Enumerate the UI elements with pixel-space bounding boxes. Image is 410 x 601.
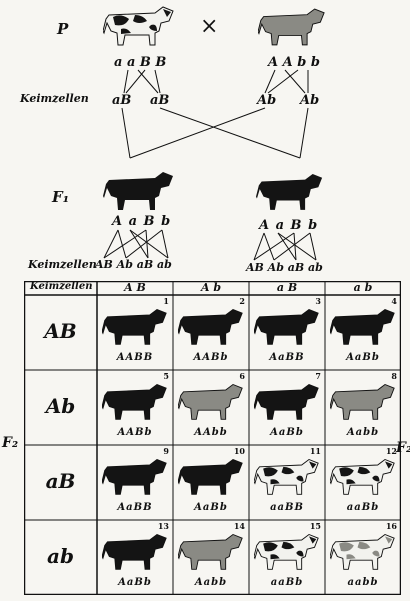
cell-genotype: aaBb [346,502,380,513]
f1-right-genotype: A a B b [259,218,319,233]
f1-left-gametes: AB Ab aB ab [95,258,172,271]
cell-number: 15 [309,521,321,531]
cow-gray-icon [178,383,243,420]
cell-genotype: aaBb [270,577,304,588]
cow-gray-icon [330,383,395,420]
cell-number: 7 [315,371,321,381]
cow-spotted-icon [254,458,319,495]
cell-number: 8 [391,371,397,381]
cell-number: 1 [163,296,169,306]
parent-right-gamete-1: Ab [257,93,277,108]
cell-genotype: AABB [116,352,154,363]
cross-symbol: × [200,14,219,39]
f1-gametes-label: Keimzellen [28,258,97,271]
gametes-label: Keimzellen [20,92,89,105]
grid-lines [24,281,401,595]
cell-genotype: Aabb [346,427,380,438]
cow-black-icon [254,383,319,420]
f1-label: F₁ [52,188,70,206]
row-header-4: ab [47,544,74,568]
cow-black-icon [254,308,319,345]
cell-genotype: AaBb [118,577,152,588]
column-header-4: a b [353,281,373,294]
f1-right-cow-black [256,174,323,210]
cell-number: 9 [163,446,169,456]
f1-right-gametes: AB Ab aB ab [246,261,323,274]
punnett-square: Keimzellen A B A b a B a b AB Ab aB ab 1… [24,281,401,595]
column-header-3: a B [276,281,298,294]
cell-number: 10 [233,446,245,456]
cell-number: 14 [233,521,245,531]
cell-genotype: AABb [193,352,229,363]
parent-right-gamete-2: Ab [300,93,320,108]
f2-label-left: F₂ [2,435,19,451]
cow-black-icon [102,383,167,420]
cow-shape [103,6,174,46]
column-header-1: A B [124,281,146,294]
cell-genotype: aaBB [270,502,304,513]
cow-gray-icon [178,533,243,570]
parent-left-cow-spotted [103,6,174,46]
cow-black-icon [102,458,167,495]
cell-number: 5 [163,371,169,381]
table-corner-label: Keimzellen [30,281,93,292]
cross-lines [103,69,317,261]
row-header-1: AB [44,319,77,343]
cell-number: 3 [315,296,321,306]
cell-number: 12 [385,446,397,456]
cell-genotype: AaBb [270,427,304,438]
cell-number: 13 [157,521,169,531]
cell-number: 11 [309,446,321,456]
cell-genotype: aabb [347,577,379,588]
row-header-3: aB [45,469,76,493]
parent-right-genotype: A A b b [268,55,320,70]
cell-number: 4 [391,296,397,306]
cell-genotype: AaBb [194,502,228,513]
cell-number: 16 [385,521,397,531]
p-label: P [57,20,69,38]
cow-spotted-icon [330,458,395,495]
parent-right-cow-gray [258,8,325,46]
cow-black-icon [102,308,167,345]
column-header-2: A b [200,281,222,294]
punnett-cell: 16 aabb [325,520,401,595]
cell-genotype: AaBB [269,352,305,363]
parent-left-gamete-2: aB [150,93,170,108]
cow-black-icon [178,308,243,345]
cow-black-icon [178,458,243,495]
punnett-cell: 15 aaBb [249,520,325,595]
punnett-cell: 12 aaBb [325,445,401,520]
f1-left-genotype: A a B b [112,214,172,229]
cow-black-icon [330,308,395,345]
parent-left-gamete-1: aB [112,93,132,108]
cell-genotype: AABb [117,427,153,438]
row-header-2: Ab [45,394,76,418]
cell-genotype: AaBb [346,352,380,363]
cow-black-icon [102,533,167,570]
cell-genotype: Aabb [194,577,228,588]
f2-label-right: F₂ [396,440,410,456]
punnett-cell: 11 aaBB [249,445,325,520]
cow-spotted-icon [254,533,319,570]
cow-graywhite-icon [330,533,395,570]
cell-number: 6 [239,371,245,381]
f1-left-cow-black [103,172,173,210]
parent-left-genotype: a a B B [114,55,167,70]
cell-genotype: AAbb [194,427,228,438]
cell-number: 2 [239,296,245,306]
cell-genotype: AaBB [117,502,153,513]
